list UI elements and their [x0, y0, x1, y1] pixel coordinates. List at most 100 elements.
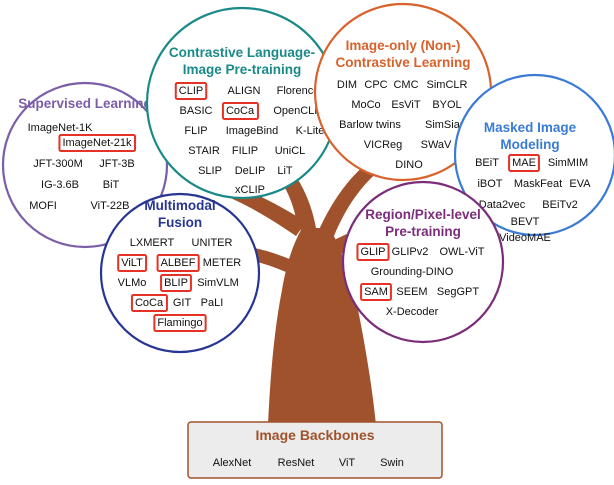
model-imagenet-1k: ImageNet-1K [28, 122, 93, 134]
cluster-circle [99, 192, 261, 354]
model-x-decoder: X-Decoder [386, 306, 439, 318]
highlight-box [360, 283, 392, 301]
highlight-box [356, 243, 390, 261]
cluster-title-line: Image Pre-training [183, 62, 302, 77]
model-clip: CLIP [179, 85, 203, 97]
model-lxmert: LXMERT [130, 237, 175, 249]
cluster-circle [1, 81, 169, 249]
model-slip: SLIP [198, 165, 222, 177]
model-byol: BYOL [432, 99, 461, 111]
model-basic: BASIC [179, 105, 212, 117]
model-mae: MAE [512, 157, 536, 169]
model-swav: SWaV [421, 139, 452, 151]
model-vit-22b: ViT-22B [91, 200, 130, 212]
model-pali: PaLI [201, 297, 224, 309]
model-simclr: SimCLR [427, 79, 468, 91]
backbones-title: Image Backbones [255, 427, 374, 443]
highlight-box [130, 294, 168, 312]
cluster-title-line: Pre-training [385, 224, 461, 239]
model-stair: STAIR [188, 145, 220, 157]
backbone-resnet: ResNet [278, 457, 315, 469]
cluster-title-line: Masked Image [484, 120, 577, 135]
cluster-contrastive-language-image: Contrastive Language- Image Pre-trainingC… [145, 6, 339, 200]
cluster-title-line: Fusion [158, 215, 202, 230]
model-barlow-twins: Barlow twins [339, 119, 401, 131]
model-cmc: CMC [393, 79, 418, 91]
model-ibot: iBOT [477, 178, 502, 190]
model-seggpt: SegGPT [437, 286, 479, 298]
model-blip: BLIP [164, 277, 188, 289]
highlight-box [153, 314, 207, 332]
model-flip: FLIP [184, 125, 207, 137]
cluster-title-line: Multimodal [144, 198, 215, 213]
model-uniter: UNITER [192, 237, 233, 249]
cluster-title-line: Contrastive Language- [169, 45, 315, 60]
cluster-title-line: Image-only (Non-) [346, 38, 461, 53]
model-simvlm: SimVLM [197, 277, 239, 289]
model-meter: METER [203, 257, 242, 269]
model-delip: DeLIP [235, 165, 266, 177]
model-openclip: OpenCLIP [273, 105, 324, 117]
model-lit: LiT [277, 165, 293, 177]
model-vlmo: VLMo [118, 277, 147, 289]
highlight-box [156, 254, 200, 272]
highlight-box [174, 82, 208, 100]
model-align: ALIGN [227, 85, 260, 97]
backbone-vit: ViT [339, 457, 356, 469]
model-imagenet-21k: ImageNet-21k [62, 137, 132, 149]
cluster-image-only-contrastive: Image-only (Non-) Contrastive LearningDIM… [313, 2, 493, 182]
model-sam: SAM [364, 286, 388, 298]
model-glip: GLIP [360, 246, 385, 258]
model-maskfeat: MaskFeat [514, 178, 562, 190]
backbone-alexnet: AlexNet [213, 457, 252, 469]
model-simsiam: SimSiam [425, 119, 469, 131]
model-coca: CoCa [135, 297, 164, 309]
model-coca: CoCa [226, 105, 255, 117]
model-owl-vit: OWL-ViT [439, 246, 484, 258]
model-bevt: BEVT [511, 216, 540, 228]
model-dim: DIM [337, 79, 357, 91]
model-eva: EVA [569, 178, 591, 190]
model-flamingo: Flamingo [157, 317, 202, 329]
model-cpc: CPC [364, 79, 387, 91]
cluster-title-line: Modeling [500, 137, 559, 152]
backbones-box-frame [187, 421, 443, 479]
model-data2vec: Data2vec [479, 199, 526, 211]
cluster-title-line: Contrastive Learning [335, 55, 470, 70]
model-grounding-dino: Grounding-DINO [371, 266, 454, 278]
model-beitv2: BEiTv2 [542, 199, 577, 211]
model-moco: MoCo [351, 99, 380, 111]
model-k-lite: K-Lite [296, 125, 325, 137]
model-filip: FILIP [232, 145, 258, 157]
model-dino: DINO [395, 159, 423, 171]
model-ig-3-6b: IG-3.6B [41, 179, 79, 191]
model-seem: SEEM [396, 286, 427, 298]
model-esvit: EsViT [391, 99, 420, 111]
highlight-box [221, 102, 259, 120]
model-glipv2: GLIPv2 [392, 246, 429, 258]
model-mofi: MOFI [29, 200, 57, 212]
model-simmim: SimMIM [548, 157, 588, 169]
model-jft-3b: JFT-3B [99, 158, 134, 170]
model-bit: BiT [103, 179, 120, 191]
model-imagebind: ImageBind [226, 125, 279, 137]
cluster-title-line: Supervised Learning [18, 96, 152, 111]
model-videomae: VideoMAE [499, 232, 551, 244]
highlight-box [508, 154, 540, 172]
model-jft-300m: JFT-300M [33, 158, 83, 170]
image-backbones-box: Image Backbones AlexNet ResNet ViT Swin [187, 421, 443, 479]
cluster-title-line: Region/Pixel-level [365, 207, 481, 222]
model-vicreg: VICReg [364, 139, 403, 151]
model-albef: ALBEF [161, 257, 196, 269]
model-git: GIT [173, 297, 192, 309]
model-unicl: UniCL [275, 145, 306, 157]
cluster-circle [341, 180, 505, 344]
highlight-box [58, 134, 137, 152]
model-florence: Florence [277, 85, 320, 97]
model-vilt: ViLT [121, 257, 143, 269]
